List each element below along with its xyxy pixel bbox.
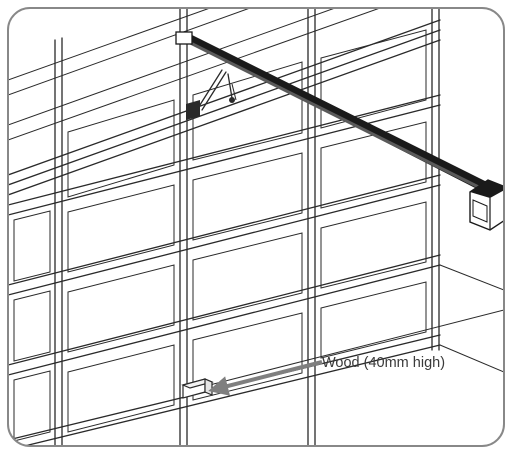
- floor-lines: [189, 264, 504, 391]
- callout-arrow: [208, 360, 323, 396]
- door-arm-icon: [186, 69, 237, 120]
- garage-opener-motor-icon: [469, 179, 504, 231]
- ceiling-lines: [8, 8, 381, 141]
- opener-rail-icon: [175, 31, 487, 190]
- garage-door: [8, 8, 504, 446]
- callout-label: Wood (40mm high): [322, 355, 445, 371]
- door-header: [8, 19, 441, 196]
- diagram-frame: [7, 7, 505, 447]
